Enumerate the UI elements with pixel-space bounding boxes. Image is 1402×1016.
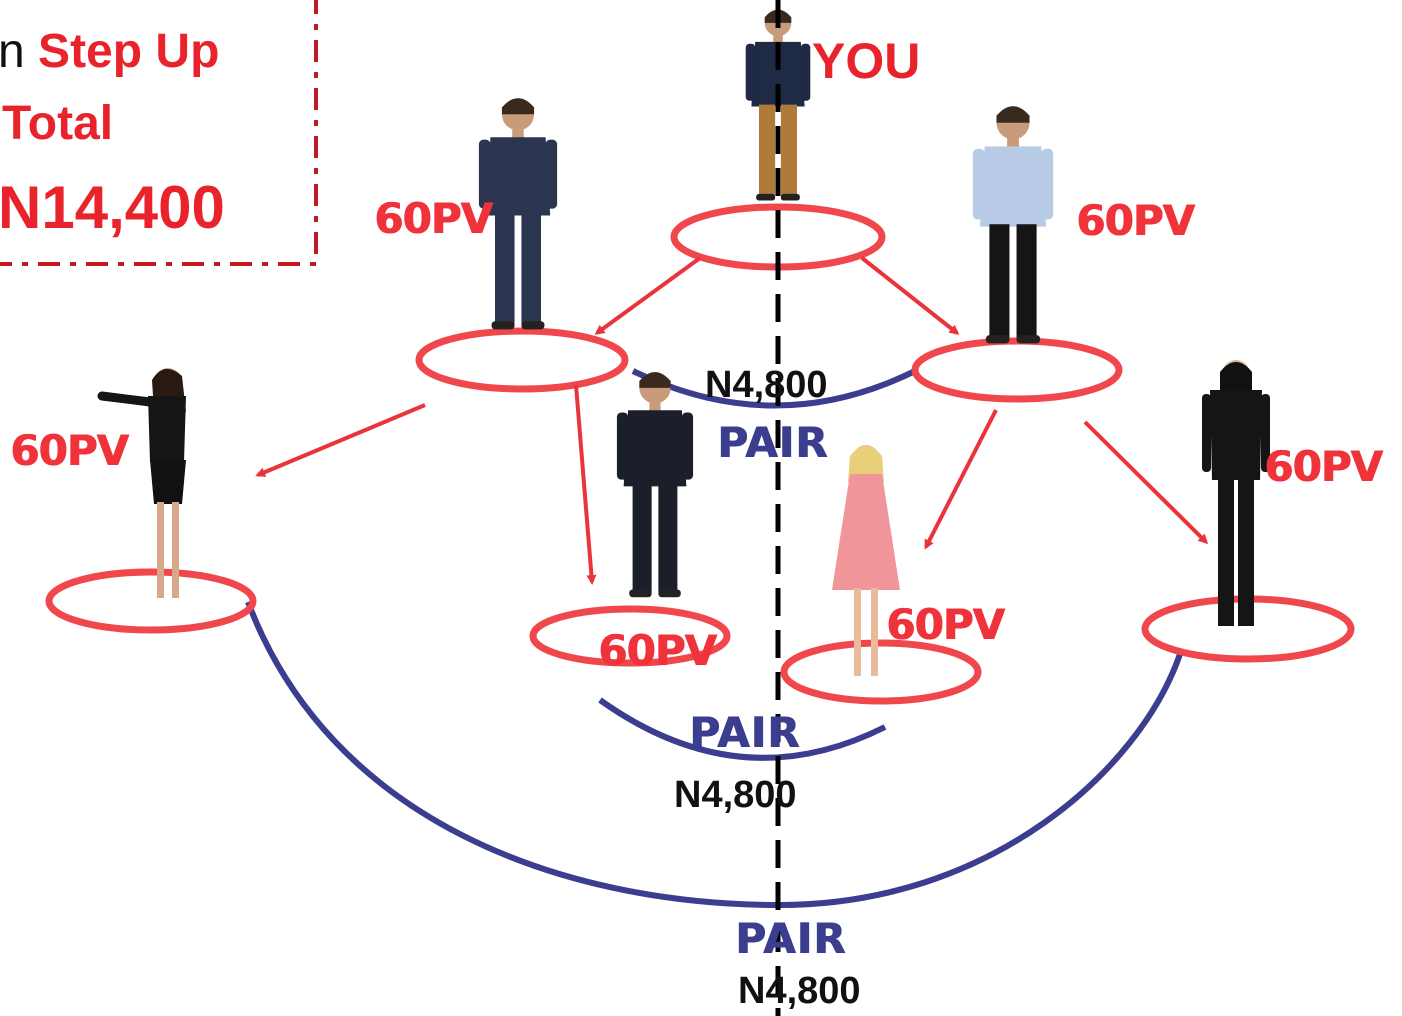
arrow-you-to-right [860,256,960,335]
person-figure-icon [1202,360,1270,626]
pv-label-right: 60PV [1076,196,1195,245]
pair-amount-top: N4,800 [705,364,828,406]
pv-label-right-left: 60PV [886,600,1005,649]
pair-label-middle: PAIR [689,708,801,757]
pair-label-top: PAIR [717,418,829,467]
person-figure-icon [97,368,186,598]
info-box-step-up: Step Up [38,25,220,78]
arrow-right-to-rightleft [924,409,998,550]
person-figure-icon [832,445,900,676]
pair-arc-middle [598,697,887,761]
info-box-prefix: n [0,25,25,78]
person-figure-icon [616,372,694,598]
pair-arc-bottom [245,600,1183,909]
info-box-total: Total [2,97,114,150]
node-ring-right [911,337,1123,403]
pair-amount-middle: N4,800 [674,774,797,816]
info-box-line-1: n Step Up [0,28,219,76]
pv-label-left: 60PV [374,194,493,243]
info-box-line-2: Total [2,100,113,148]
arrow-left-to-leftright [574,384,597,585]
person-figure-icon [972,106,1054,344]
info-box-border [0,0,318,266]
pv-label-left-right: 60PV [598,626,717,675]
arrow-right-to-rightright [1083,420,1209,545]
node-ring-right-left [780,639,982,705]
you-label: YOU [812,33,921,89]
pair-label-bottom: PAIR [735,914,847,963]
tree-arrows [255,256,1209,585]
node-ring-left-left [45,568,257,634]
arrow-you-to-left [594,256,702,335]
pair-amount-bottom: N4,800 [738,970,861,1012]
arrow-left-to-leftleft [255,403,426,477]
info-box-line-3: N14,400 [0,178,225,238]
info-box-amount: N14,400 [0,174,225,241]
node-ring-left-right [529,605,731,667]
node-ring-left [415,327,629,393]
pv-label-left-left: 60PV [10,426,129,475]
pv-label-right-right: 60PV [1264,442,1383,491]
